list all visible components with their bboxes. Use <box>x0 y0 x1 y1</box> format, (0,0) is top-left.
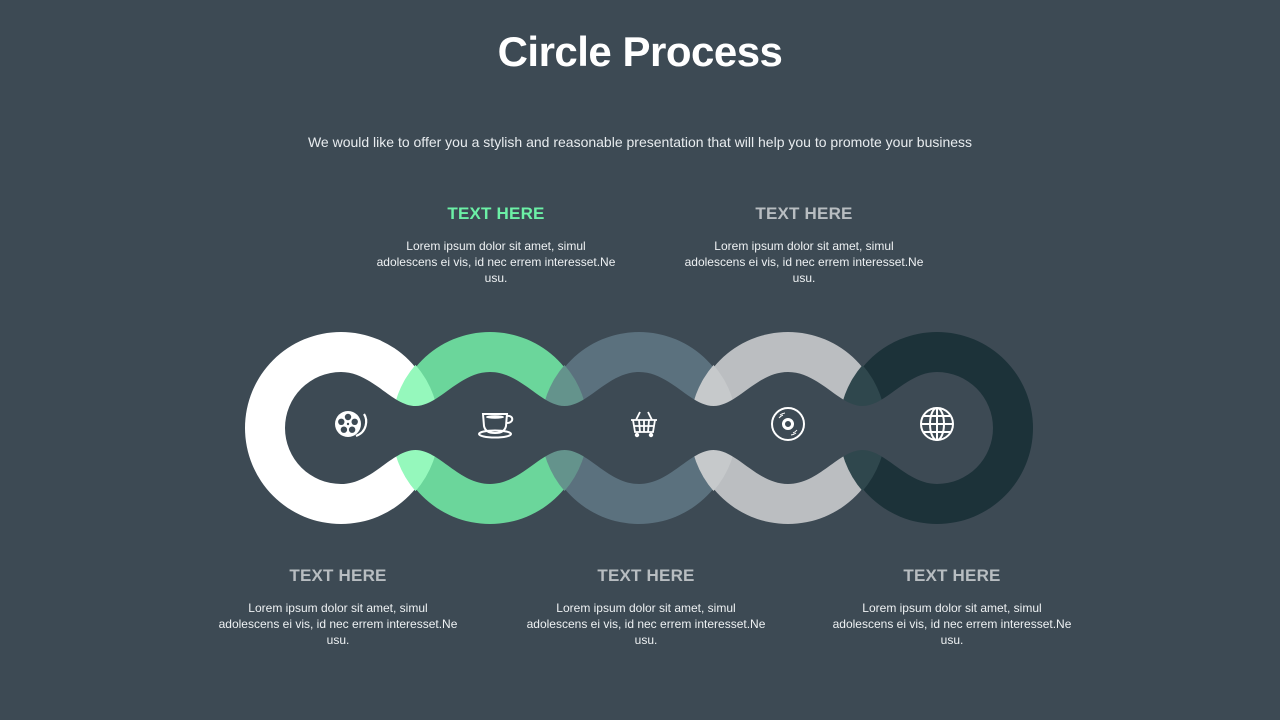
film-reel-icon <box>335 411 368 438</box>
bottom-block-1-heading: TEXT HERE <box>289 566 387 585</box>
globe-icon <box>920 407 954 441</box>
page-subtitle: We would like to offer you a stylish and… <box>307 134 973 150</box>
top-block-2: TEXT HERE Lorem ipsum dolor sit amet, si… <box>684 204 924 286</box>
bottom-block-3-heading: TEXT HERE <box>903 566 1001 585</box>
bottom-block-3: TEXT HERE Lorem ipsum dolor sit amet, si… <box>832 566 1072 648</box>
top-block-2-heading: TEXT HERE <box>755 204 853 223</box>
bottom-block-2-heading: TEXT HERE <box>597 566 695 585</box>
bottom-block-2: TEXT HERE Lorem ipsum dolor sit amet, si… <box>526 566 766 648</box>
bottom-block-1-body: Lorem ipsum dolor sit amet, simul adoles… <box>218 601 458 647</box>
top-block-1-heading: TEXT HERE <box>447 204 545 223</box>
bottom-block-2-body: Lorem ipsum dolor sit amet, simul adoles… <box>526 601 766 647</box>
coffee-cup-icon <box>478 413 514 439</box>
top-block-1-body: Lorem ipsum dolor sit amet, simul adoles… <box>376 239 616 285</box>
bottom-block-3-body: Lorem ipsum dolor sit amet, simul adoles… <box>832 601 1072 647</box>
top-block-2-body: Lorem ipsum dolor sit amet, simul adoles… <box>684 239 924 285</box>
top-block-1: TEXT HERE Lorem ipsum dolor sit amet, si… <box>376 204 616 286</box>
page-title: Circle Process <box>497 28 783 75</box>
shopping-basket-icon <box>631 411 657 438</box>
bottom-block-1: TEXT HERE Lorem ipsum dolor sit amet, si… <box>218 566 458 648</box>
vinyl-disc-icon <box>771 407 805 441</box>
